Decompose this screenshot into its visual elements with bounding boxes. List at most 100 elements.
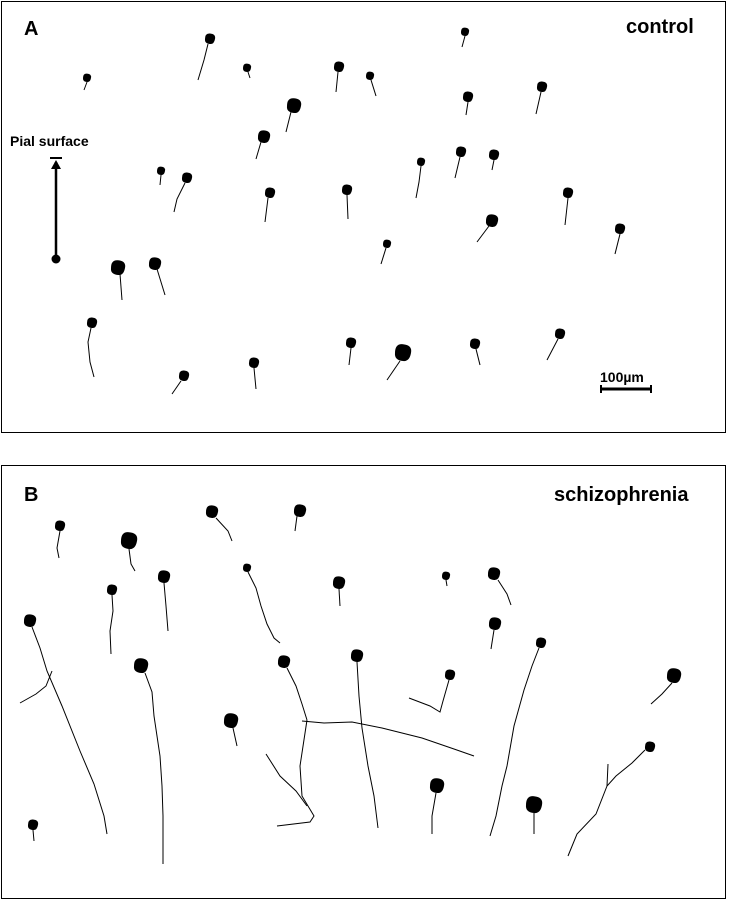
dendrite-icon [247,71,251,79]
panel-b-letter: B [24,484,39,506]
dendrite-icon [408,679,450,713]
neuron-soma-icon [248,357,260,369]
dendrite-icon [346,194,349,220]
scale-bar-label: 100µm [600,369,644,385]
neuron-soma-icon [488,617,502,631]
dendrite-icon [497,579,512,606]
neuron-soma-icon [110,260,126,276]
dendrite-icon [370,79,377,97]
dendrite-icon [171,380,182,395]
dendrite-icon [650,682,673,705]
dendrite-icon [461,35,466,48]
dendrite-icon [19,670,53,704]
dendrite-icon [431,792,437,834]
dendrite-icon [232,727,238,747]
dendrite-icon [144,672,164,864]
neuron-soma-icon [156,166,166,176]
dendrite-icon [265,753,308,807]
dendrite-icon [276,719,315,827]
neuron-soma-icon [562,187,574,199]
dendrite-icon [356,661,379,829]
pial-surface-label: Pial surface [10,133,89,149]
neuron-soma-icon [429,778,445,794]
neuron-soma-icon [223,713,239,729]
dendrite-icon [32,829,35,842]
dendrite-icon [445,579,448,587]
dendrite-icon [454,156,461,179]
dendrite-icon [348,347,352,366]
neuron-soma-icon [133,658,149,674]
panel-a-control: A control Pial surface 100µm [1,1,726,433]
dendrite-icon [476,225,490,243]
dendrite-icon [31,626,108,835]
neuron-soma-icon [54,520,66,532]
neuron-soma-icon [525,796,543,814]
neuron-soma-icon [394,344,412,362]
neuron-soma-icon [554,328,566,340]
neuron-soma-icon [178,370,190,382]
neuron-soma-icon [106,584,118,596]
neuron-soma-icon [333,61,345,73]
dendrite-icon [606,763,609,787]
neuron-soma-icon [345,337,357,349]
dendrite-icon [335,71,339,93]
dendrite-icon [215,517,233,542]
neuron-soma-icon [157,570,171,584]
pial-arrow-icon [50,157,62,264]
neuron-soma-icon [462,91,474,103]
neuron-soma-icon [148,257,162,271]
dendrite-icon [386,360,401,381]
neuron-soma-icon [460,27,470,37]
dendrite-icon [535,91,542,115]
neuron-soma-icon [277,655,291,669]
neuron-soma-icon [205,505,219,519]
panel-a-letter: A [24,18,39,40]
panel-b-title: schizophrenia [554,484,689,506]
scale-bar-icon [600,385,652,393]
dendrite-icon [197,43,209,81]
dendrite-icon [465,101,469,116]
dendrite-icon [264,197,269,223]
dendrite-icon [255,141,262,160]
dendrite-icon [119,273,123,301]
dendrite-icon [286,667,308,721]
dendrite-icon [109,594,114,655]
neuron-soma-icon [365,71,375,81]
neuron-soma-icon [444,669,456,681]
dendrite-icon [380,247,387,265]
neuron-soma-icon [666,668,682,684]
neuron-soma-icon [455,146,467,158]
neuron-soma-icon [441,571,451,581]
dendrite-icon [567,749,646,857]
neuron-soma-icon [332,576,346,590]
dendrite-icon [491,159,495,171]
neuron-soma-icon [487,567,501,581]
neuron-soma-icon [614,223,626,235]
dendrite-icon [546,338,559,361]
neuron-soma-icon [536,81,548,93]
dendrite-icon [301,720,475,757]
dendrite-icon [159,174,162,186]
neuron-soma-icon [23,614,37,628]
dendrite-icon [253,367,257,390]
control-neurons-drawing [50,27,652,395]
neuron-soma-icon [120,532,138,550]
neuron-soma-icon [341,184,353,196]
neuron-soma-icon [242,563,252,573]
dendrite-icon [156,268,166,296]
neuron-soma-icon [257,130,271,144]
dendrite-icon [87,327,95,378]
dendrite-icon [564,197,569,226]
dendrite-icon [294,515,298,532]
neuron-soma-icon [264,187,276,199]
neuron-soma-icon [27,819,39,831]
dendrite-icon [247,571,281,644]
dendrite-icon [83,81,88,91]
dendrite-icon [163,582,169,632]
dendrite-icon [614,233,621,255]
schizophrenia-neurons-drawing [19,504,682,864]
neuron-soma-icon [82,73,92,83]
neuron-soma-icon [535,637,547,649]
panel-a-title: control [626,16,694,38]
dendrite-icon [490,629,495,650]
